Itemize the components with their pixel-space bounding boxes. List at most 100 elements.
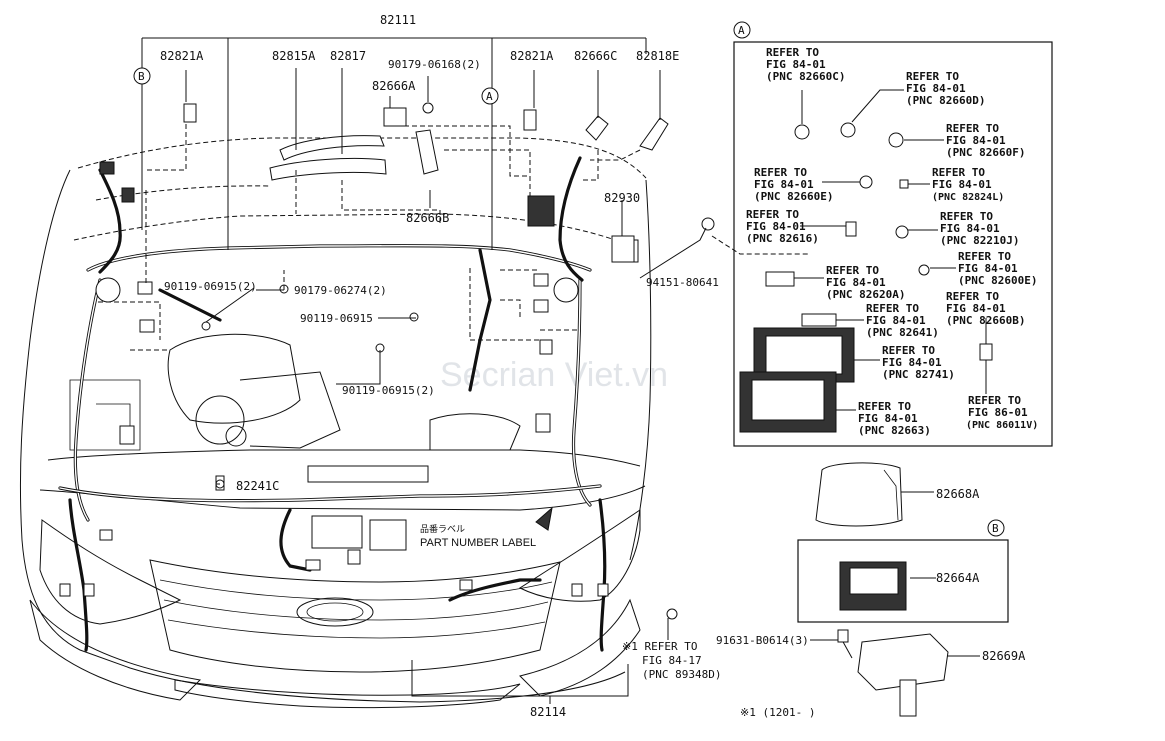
refer-a-0-line2: FIG 84-01: [766, 58, 826, 71]
part-number-label-jp: 品番ラベル: [420, 523, 465, 535]
refer-a-5-line3: (PNC 82616): [746, 232, 819, 245]
svg-text:REFER TO: REFER TO: [946, 290, 999, 303]
callout-a-label: A: [486, 90, 493, 103]
callout-b-box-label: B: [992, 522, 999, 535]
label-90179-06274: 90179-06274(2): [294, 284, 387, 297]
refer-a-13-line1: REFER TO: [968, 394, 1021, 407]
svg-text:REFER TO: REFER TO: [858, 400, 911, 413]
svg-text:FIG 84-01: FIG 84-01: [826, 276, 886, 289]
refer-a-4-line1: REFER TO: [932, 166, 985, 179]
svg-text:(PNC 82660B): (PNC 82660B): [946, 314, 1025, 327]
svg-text:(PNC 82660E): (PNC 82660E): [754, 190, 833, 203]
relay-block-cover: 82668A: [815, 462, 980, 527]
svg-text:(PNC 82620A): (PNC 82620A): [826, 288, 905, 301]
refer-a-7-line1: REFER TO: [826, 264, 879, 277]
svg-text:(PNC 82660D): (PNC 82660D): [906, 94, 985, 107]
refer-a-3-line1: REFER TO: [754, 166, 807, 179]
label-82815a: 82815A: [272, 49, 316, 63]
detail-box-a: A REFER TO FIG 84-01 (PNC 82660: [733, 21, 1053, 447]
refer-a-12-line3: (PNC 82663): [858, 424, 931, 437]
refer-a-6-line2: FIG 84-01: [940, 222, 1000, 235]
label-82664a: 82664A: [936, 571, 980, 585]
svg-text:REFER TO: REFER TO: [882, 344, 935, 357]
svg-text:(PNC 82210J): (PNC 82210J): [940, 234, 1019, 247]
callout-a-box-label: A: [738, 24, 745, 37]
callout-b-main: B: [133, 67, 151, 85]
top-labels: 82111 82821A 82815A 82817 90179-06168(2)…: [160, 13, 679, 93]
svg-text:FIG 84-01: FIG 84-01: [932, 178, 992, 191]
note-refer-fig: FIG 84-17: [642, 654, 702, 667]
refer-a-5-line2: FIG 84-01: [746, 220, 806, 233]
svg-text:FIG 84-01: FIG 84-01: [906, 82, 966, 95]
footnote: ※1 (1201- ): [740, 706, 815, 719]
svg-text:(PNC 86011V): (PNC 86011V): [966, 420, 1038, 431]
svg-text:FIG 84-01: FIG 84-01: [866, 314, 926, 327]
svg-text:REFER TO: REFER TO: [866, 302, 919, 315]
label-82241c: 82241C: [236, 479, 279, 493]
svg-text:(PNC 82616): (PNC 82616): [746, 232, 819, 245]
svg-text:REFER TO: REFER TO: [946, 122, 999, 135]
svg-text:FIG 84-01: FIG 84-01: [882, 356, 942, 369]
svg-text:FIG 84-01: FIG 84-01: [940, 222, 1000, 235]
label-90119-06915-2b: 90119-06915(2): [342, 384, 435, 397]
refer-a-3-line3: (PNC 82660E): [754, 190, 833, 203]
leader-lines: [98, 37, 980, 704]
refer-a-4-line3: (PNC 82824L): [932, 192, 1004, 203]
svg-text:FIG 86-01: FIG 86-01: [968, 406, 1028, 419]
refer-a-5-line1: REFER TO: [746, 208, 799, 221]
label-82668a: 82668A: [936, 487, 980, 501]
svg-text:REFER TO: REFER TO: [968, 394, 1021, 407]
refer-a-0-line3: (PNC 82660C): [766, 70, 845, 83]
refer-a-10-line2: FIG 84-01: [946, 302, 1006, 315]
refer-a-4-line2: FIG 84-01: [932, 178, 992, 191]
refer-a-12-line2: FIG 84-01: [858, 412, 918, 425]
refer-a-3-line2: FIG 84-01: [754, 178, 814, 191]
refer-a-8-line2: FIG 84-01: [958, 262, 1018, 275]
refer-a-2-line3: (PNC 82660F): [946, 146, 1025, 159]
label-82669a: 82669A: [982, 649, 1026, 663]
svg-text:(PNC 82741): (PNC 82741): [882, 368, 955, 381]
label-82821a-left: 82821A: [160, 49, 204, 63]
refer-a-8-line1: REFER TO: [958, 250, 1011, 263]
refer-a-0-line1: REFER TO: [766, 46, 819, 59]
detail-box-b: B 82664A: [797, 519, 1009, 623]
svg-text:REFER TO: REFER TO: [746, 208, 799, 221]
label-90119-06915: 90119-06915: [300, 312, 373, 325]
refer-a-11-line2: FIG 84-01: [882, 356, 942, 369]
callout-b-label: B: [138, 70, 145, 83]
svg-text:(PNC 82660F): (PNC 82660F): [946, 146, 1025, 159]
svg-text:(PNC 82660C): (PNC 82660C): [766, 70, 845, 83]
callout-a-main: A: [481, 87, 499, 105]
label-82666b: 82666B: [406, 211, 449, 225]
refer-a-7-line3: (PNC 82620A): [826, 288, 905, 301]
svg-text:REFER TO: REFER TO: [940, 210, 993, 223]
label-82111: 82111: [380, 13, 416, 27]
refer-a-2-line1: REFER TO: [946, 122, 999, 135]
relay-block-bracket: 91631-B0614(3) 82669A: [716, 629, 1026, 717]
refer-a-13-line2: FIG 86-01: [968, 406, 1028, 419]
refer-a-10-line1: REFER TO: [946, 290, 999, 303]
label-82666c: 82666C: [574, 49, 617, 63]
svg-text:FIG 84-01: FIG 84-01: [946, 302, 1006, 315]
part-number-label: PART NUMBER LABEL: [420, 537, 536, 549]
note-refer-pnc: (PNC 89348D): [642, 668, 721, 681]
svg-text:FIG 84-01: FIG 84-01: [946, 134, 1006, 147]
refer-a-1-line3: (PNC 82660D): [906, 94, 985, 107]
svg-text:(PNC 82663): (PNC 82663): [858, 424, 931, 437]
label-82930: 82930: [604, 191, 640, 205]
svg-text:FIG 84-01: FIG 84-01: [754, 178, 814, 191]
label-82818e: 82818E: [636, 49, 679, 63]
refer-a-12-line1: REFER TO: [858, 400, 911, 413]
svg-text:REFER TO: REFER TO: [932, 166, 985, 179]
refer-a-9-line1: REFER TO: [866, 302, 919, 315]
refer-a-9-line2: FIG 84-01: [866, 314, 926, 327]
refer-a-2-line2: FIG 84-01: [946, 134, 1006, 147]
vehicle-body: [19, 137, 652, 709]
refer-a-11-line1: REFER TO: [882, 344, 935, 357]
label-94151-80641: 94151-80641: [646, 276, 719, 289]
svg-text:REFER TO: REFER TO: [826, 264, 879, 277]
refer-a-7-line2: FIG 84-01: [826, 276, 886, 289]
refer-a-1-line2: FIG 84-01: [906, 82, 966, 95]
engine-room-harness: [58, 102, 715, 652]
